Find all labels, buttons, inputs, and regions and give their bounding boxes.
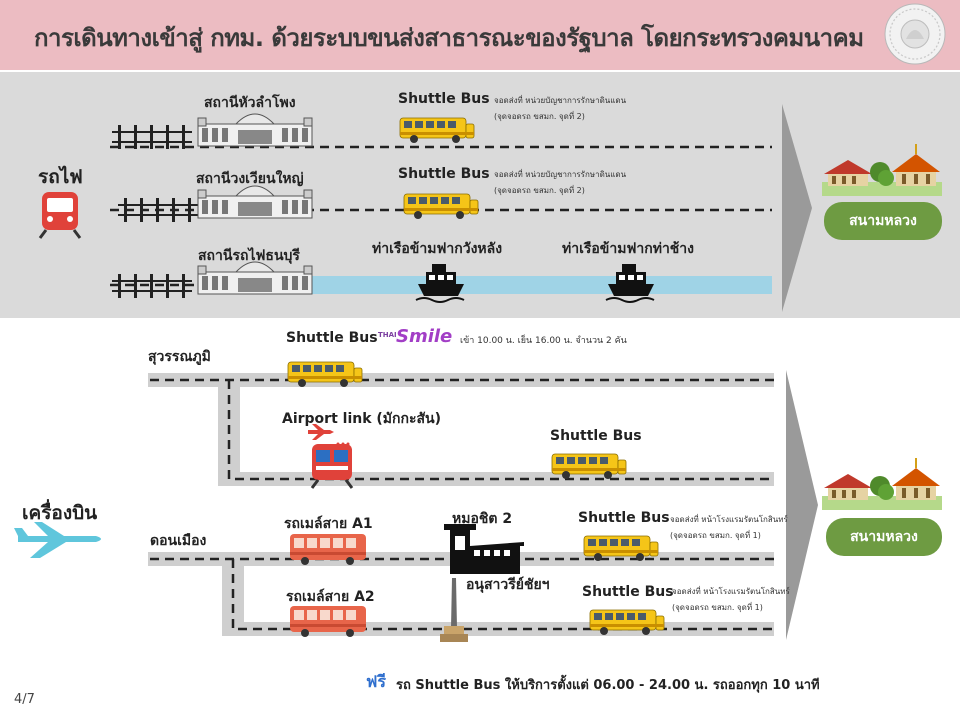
page-number: 4/7: [14, 692, 35, 707]
station-building-icon: [197, 113, 313, 147]
airport-label: สุวรรณภูมิ: [148, 349, 211, 365]
grand-palace-icon: [821, 143, 943, 197]
shuttle-note: (จุดจอดรถ ขสมก. จุดที่ 1): [672, 603, 763, 612]
airport-label: ดอนเมือง: [150, 533, 207, 549]
destination-badge: สนามหลวง: [826, 518, 942, 556]
rail-tracks-icon: [112, 125, 192, 149]
shuttle-note: (จุดจอดรถ ขสมก. จุดที่ 2): [494, 186, 585, 195]
station-label: สถานีวงเวียนใหญ่: [196, 171, 304, 187]
station-building-icon: [197, 185, 313, 219]
airplane-icon: [14, 522, 101, 558]
shuttle-note: (จุดจอดรถ ขสมก. จุดที่ 1): [670, 531, 761, 540]
monument-label: อนุสาวรีย์ชัยฯ: [466, 577, 550, 593]
shuttle-bus-label: Shuttle Bus: [398, 166, 490, 182]
free-label: ฟรี: [366, 672, 386, 691]
bus-route-label: รถเมล์สาย A2: [286, 589, 375, 605]
seal-icon: [884, 3, 946, 65]
shuttle-note: (จุดจอดรถ ขสมก. จุดที่ 2): [494, 112, 585, 121]
station-label: สถานีรถไฟธนบุรี: [198, 248, 300, 264]
shuttle-bus-label: Shuttle Bus: [286, 330, 378, 346]
shuttle-note: เข้า 10.00 น. เย็น 16.00 น. จำนวน 2 คัน: [460, 336, 627, 346]
train-section-label: รถไฟ: [38, 166, 83, 188]
thai-smile-logo: Smile: [396, 326, 453, 347]
terminal-label: หมอชิต 2: [452, 511, 513, 527]
train-icon: [38, 192, 82, 239]
river: [298, 276, 772, 294]
shuttle-bus-label: Shuttle Bus: [550, 428, 642, 444]
air-section-label: เครื่องบิน: [22, 502, 98, 524]
yellow-bus-icon: [399, 117, 475, 144]
station-label: สถานีหัวลำโพง: [204, 95, 296, 111]
airport-link-train-icon: [310, 444, 354, 489]
shuttle-note: จอดส่งที่ หน่วยบัญชาการรักษาดินแดน: [494, 170, 627, 179]
grand-palace-icon: [821, 457, 943, 511]
bus-terminal-icon: [444, 524, 524, 574]
airplane-icon: [308, 424, 350, 446]
shuttle-bus-label: Shuttle Bus: [578, 510, 670, 526]
shuttle-bus-label: Shuttle Bus: [398, 91, 490, 107]
pier-label: ท่าเรือข้ามฟากท่าช้าง: [562, 241, 695, 257]
shuttle-bus-label: Shuttle Bus: [582, 584, 674, 600]
shuttle-note: จอดส่งที่ หน้าโรงแรมรัตนโกสินทร์: [672, 587, 790, 596]
rail-tracks-icon: [112, 274, 192, 298]
thai-smile-logo-small: THAI: [378, 331, 397, 339]
victory-monument-icon: [440, 578, 468, 642]
shuttle-note: จอดส่งที่ หน่วยบัญชาการรักษาดินแดน: [494, 96, 627, 105]
arrow-icon: [782, 104, 812, 312]
destination-badge: สนามหลวง: [824, 202, 942, 240]
page-title: การเดินทางเข้าสู่ กทม. ด้วยระบบขนส่งสาธา…: [34, 24, 864, 52]
airport-link-label: Airport link (มักกะสัน): [282, 411, 442, 427]
shuttle-note: จอดส่งที่ หน้าโรงแรมรัตนโกสินทร์: [670, 515, 788, 524]
service-hours-text: รถ Shuttle Bus ให้บริการตั้งแต่ 06.00 - …: [396, 678, 820, 693]
yellow-bus-icon: [403, 193, 479, 220]
header-bar: [0, 0, 960, 70]
pier-label: ท่าเรือข้ามฟากวังหลัง: [372, 241, 503, 257]
bus-route-label: รถเมล์สาย A1: [284, 516, 373, 532]
arrow-icon: [786, 370, 818, 640]
